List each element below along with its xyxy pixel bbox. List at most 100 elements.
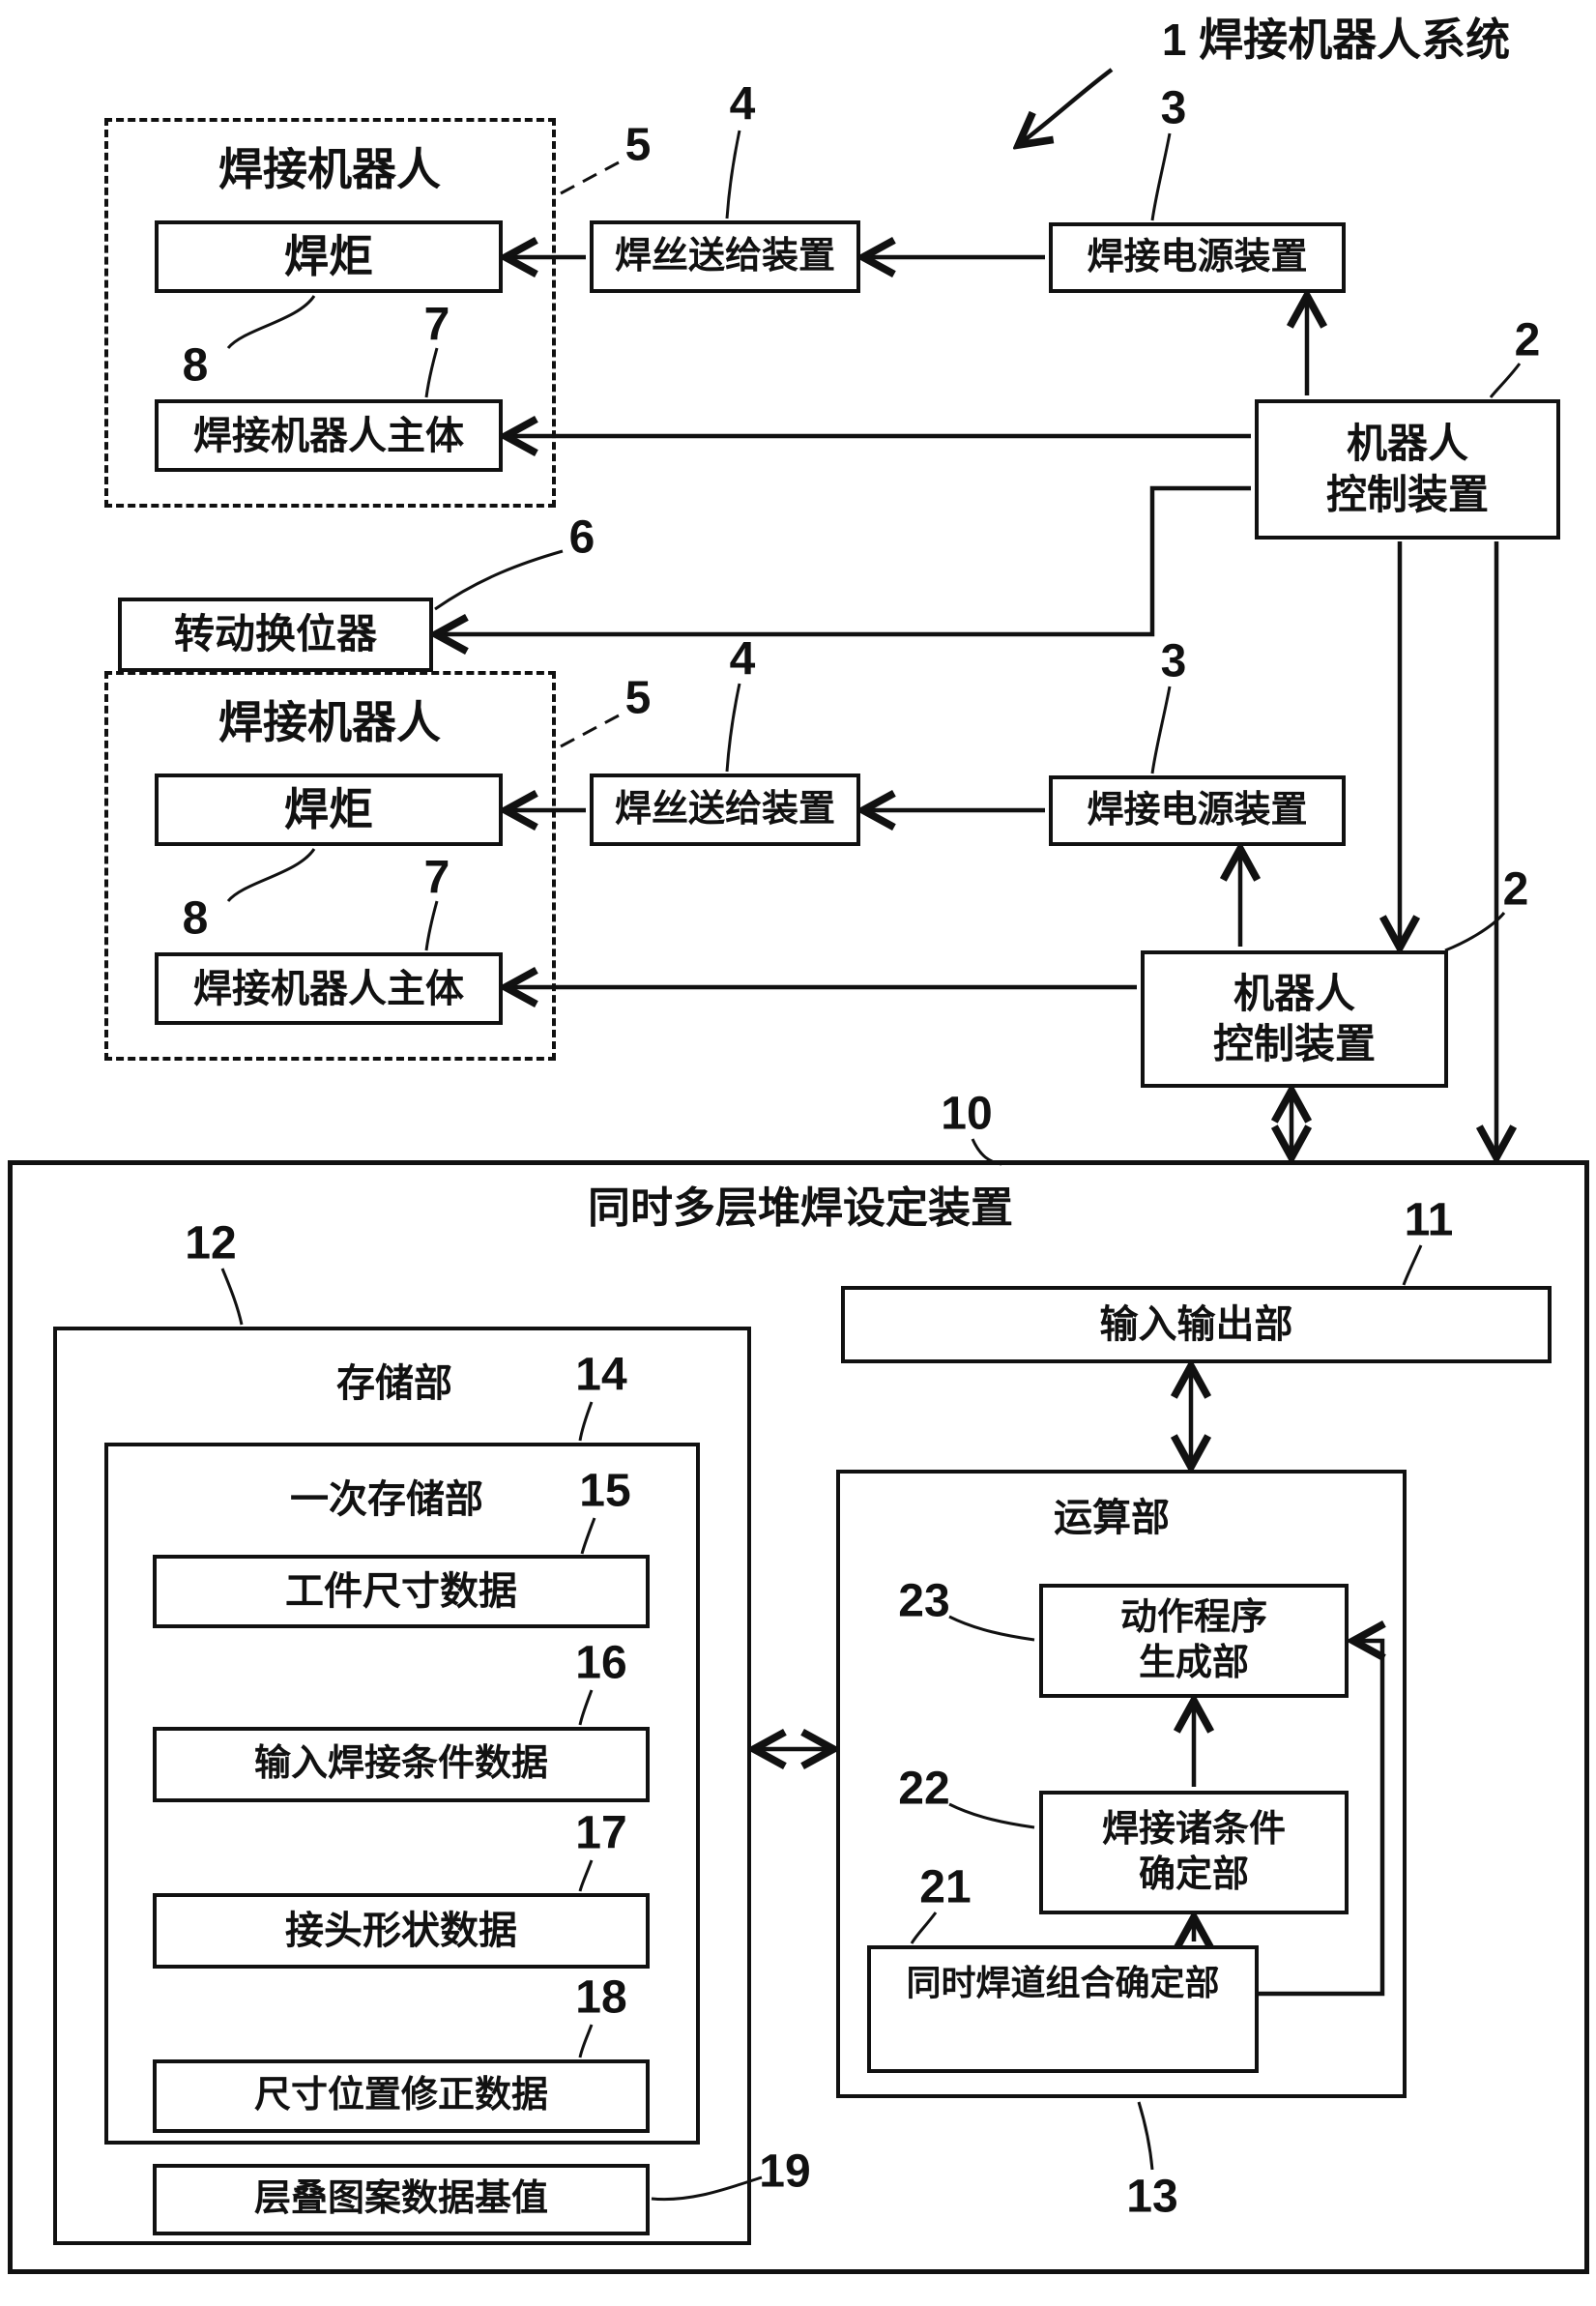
leader-7a	[424, 347, 439, 398]
leader-8a	[226, 295, 316, 350]
input-welding-condition-data-box: 输入焊接条件数据	[153, 1727, 650, 1802]
robot-group-1-title: 焊接机器人	[218, 144, 441, 194]
robot-controller-box-2: 机器人 控制装置	[1141, 950, 1448, 1088]
positioner-box: 转动换位器	[118, 598, 433, 672]
power-source-label-1: 焊接电源装置	[1087, 236, 1308, 277]
ref-19: 19	[759, 2145, 811, 2198]
condition-determiner-label-1: 焊接诸条件	[1101, 1808, 1286, 1850]
ref-21: 21	[919, 1861, 972, 1913]
program-generator-box: 动作程序 生成部	[1039, 1584, 1349, 1698]
robot-controller-label-1a: 机器人	[1346, 421, 1468, 466]
robot-body-box-2: 焊接机器人主体	[155, 952, 503, 1025]
stack-pattern-base-data-label: 层叠图案数据基值	[253, 2178, 548, 2220]
setting-device-box	[8, 1160, 1589, 2274]
ref-15: 15	[579, 1465, 631, 1517]
condition-determiner-label-2: 确定部	[1138, 1854, 1249, 1895]
leader-3a	[1150, 132, 1172, 221]
ref-2a: 2	[1514, 314, 1541, 366]
leader-13	[1137, 2101, 1154, 2171]
leader-2b	[1444, 912, 1506, 952]
power-source-box-2: 焊接电源装置	[1049, 775, 1346, 846]
leader-23	[948, 1615, 1035, 1642]
program-generator-label-2: 生成部	[1138, 1643, 1249, 1683]
ref-8b: 8	[182, 892, 209, 945]
pass-combination-determiner-label: 同时焊道组合确定部	[906, 1963, 1220, 2002]
torch-label-1: 焊炬	[284, 230, 373, 281]
leader-11	[1402, 1244, 1423, 1286]
ref-2b: 2	[1502, 863, 1529, 916]
io-unit-box: 输入输出部	[841, 1286, 1552, 1363]
leader-15	[580, 1517, 596, 1555]
size-position-correction-data-label: 尺寸位置修正数据	[253, 2075, 548, 2116]
condition-determiner-box: 焊接诸条件 确定部	[1039, 1791, 1349, 1914]
torch-box-1: 焊炬	[155, 220, 503, 293]
leader-16	[578, 1689, 594, 1726]
storage-unit-box	[53, 1327, 751, 2245]
ref-17: 17	[575, 1807, 627, 1859]
leader-4a	[725, 130, 741, 219]
torch-label-2: 焊炬	[284, 783, 373, 834]
stack-pattern-base-data-box: 层叠图案数据基值	[153, 2164, 650, 2235]
power-source-box-1: 焊接电源装置	[1049, 222, 1346, 293]
leader-8b	[226, 848, 316, 903]
leader-14	[578, 1401, 594, 1442]
ref-3b: 3	[1160, 635, 1187, 687]
ref-3a: 3	[1160, 82, 1187, 134]
leader-22	[948, 1802, 1035, 1829]
wire-feeder-box-1: 焊丝送给装置	[590, 220, 860, 293]
size-position-correction-data-box: 尺寸位置修正数据	[153, 2059, 650, 2133]
input-welding-condition-data-label: 输入焊接条件数据	[253, 1743, 548, 1785]
leader-17	[578, 1859, 594, 1892]
ref-8a: 8	[182, 339, 209, 392]
robot-body-box-1: 焊接机器人主体	[155, 399, 503, 472]
system-pointer-arrow	[1021, 68, 1114, 143]
wire-feeder-label-1: 焊丝送给装置	[614, 235, 835, 277]
positioner-label: 转动换位器	[173, 611, 377, 657]
leader-12	[220, 1268, 244, 1326]
ref-11: 11	[1404, 1194, 1454, 1246]
calc-unit-box	[836, 1470, 1407, 2098]
primary-storage-box	[104, 1443, 700, 2145]
ref-23: 23	[898, 1575, 950, 1627]
ref-6: 6	[568, 511, 595, 564]
leader-2a	[1489, 363, 1522, 398]
robot-body-label-1: 焊接机器人主体	[193, 414, 464, 457]
leader-18	[578, 2024, 594, 2058]
robot-group-1-dashed-box	[104, 118, 556, 508]
robot-controller-label-2a: 机器人	[1233, 970, 1355, 1016]
wire-feeder-box-2: 焊丝送给装置	[590, 774, 860, 846]
ref-10: 10	[941, 1088, 993, 1140]
arrow-ctrl1-to-positioner	[439, 485, 1251, 634]
torch-box-2: 焊炬	[155, 774, 503, 846]
setting-device-title: 同时多层堆焊设定装置	[588, 1184, 1013, 1232]
leader-5a	[560, 161, 620, 195]
leader-7b	[424, 900, 439, 951]
calc-unit-label: 运算部	[1054, 1497, 1170, 1539]
arrow-comb-to-gen-feedback	[1259, 1641, 1382, 1997]
figure-title: 1 焊接机器人系统	[1161, 15, 1511, 65]
ref-7b: 7	[423, 852, 450, 904]
ref-4a: 4	[729, 78, 756, 131]
robot-group-2-dashed-box	[104, 671, 556, 1061]
robot-controller-label-2b: 控制装置	[1212, 1021, 1376, 1066]
joint-shape-data-label: 接头形状数据	[285, 1910, 517, 1952]
workpiece-size-data-box: 工件尺寸数据	[153, 1555, 650, 1628]
robot-controller-label-1b: 控制装置	[1325, 471, 1489, 517]
reference-leaders	[220, 130, 1522, 2202]
joint-shape-data-box: 接头形状数据	[153, 1893, 650, 1969]
wire-feeder-label-2: 焊丝送给装置	[614, 788, 835, 830]
ref-13: 13	[1126, 2171, 1178, 2223]
ref-12: 12	[185, 1217, 237, 1270]
leader-3b	[1150, 686, 1172, 774]
leader-6	[434, 549, 564, 611]
ref-7a: 7	[423, 299, 450, 351]
robot-body-label-2: 焊接机器人主体	[193, 967, 464, 1010]
leader-4b	[725, 683, 741, 773]
connectors	[439, 68, 1496, 1997]
leader-5b	[560, 714, 620, 748]
workpiece-size-data-label: 工件尺寸数据	[285, 1570, 517, 1613]
ref-5b: 5	[624, 672, 652, 724]
ref-22: 22	[898, 1763, 950, 1815]
